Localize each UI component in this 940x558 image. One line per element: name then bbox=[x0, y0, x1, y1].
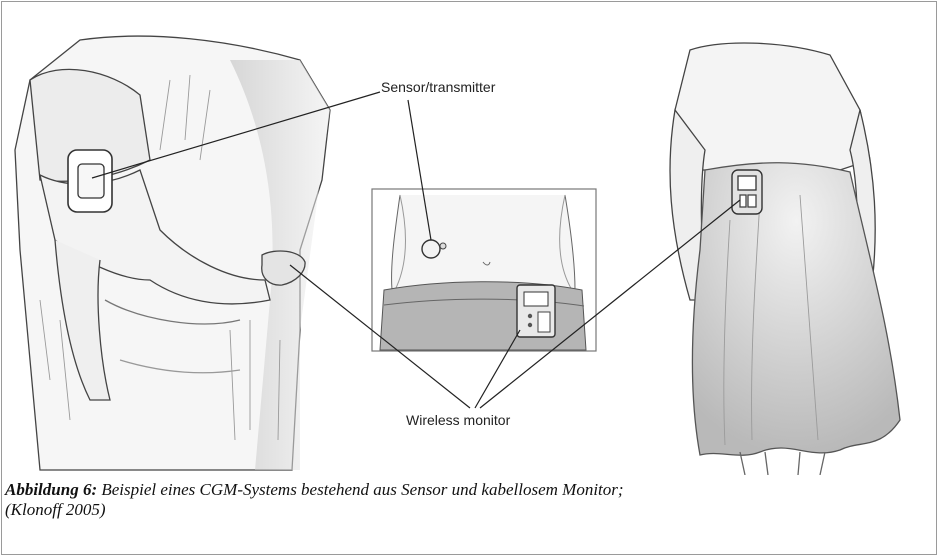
caption-source: (Klonoff 2005) bbox=[5, 500, 106, 519]
right-figure bbox=[670, 43, 900, 475]
figure-caption: Abbildung 6: Beispiel eines CGM-Systems … bbox=[5, 480, 925, 520]
label-wireless-monitor: Wireless monitor bbox=[406, 412, 511, 428]
center-inset bbox=[372, 189, 596, 351]
left-figure bbox=[15, 36, 330, 470]
caption-text: Beispiel eines CGM-Systems bestehend aus… bbox=[97, 480, 623, 499]
label-sensor-transmitter: Sensor/transmitter bbox=[381, 79, 496, 95]
caption-label: Abbildung 6: bbox=[5, 480, 97, 499]
cgm-illustration: Sensor/transmitter Wireless monitor bbox=[0, 0, 940, 475]
abdomen-sensor bbox=[422, 240, 440, 258]
